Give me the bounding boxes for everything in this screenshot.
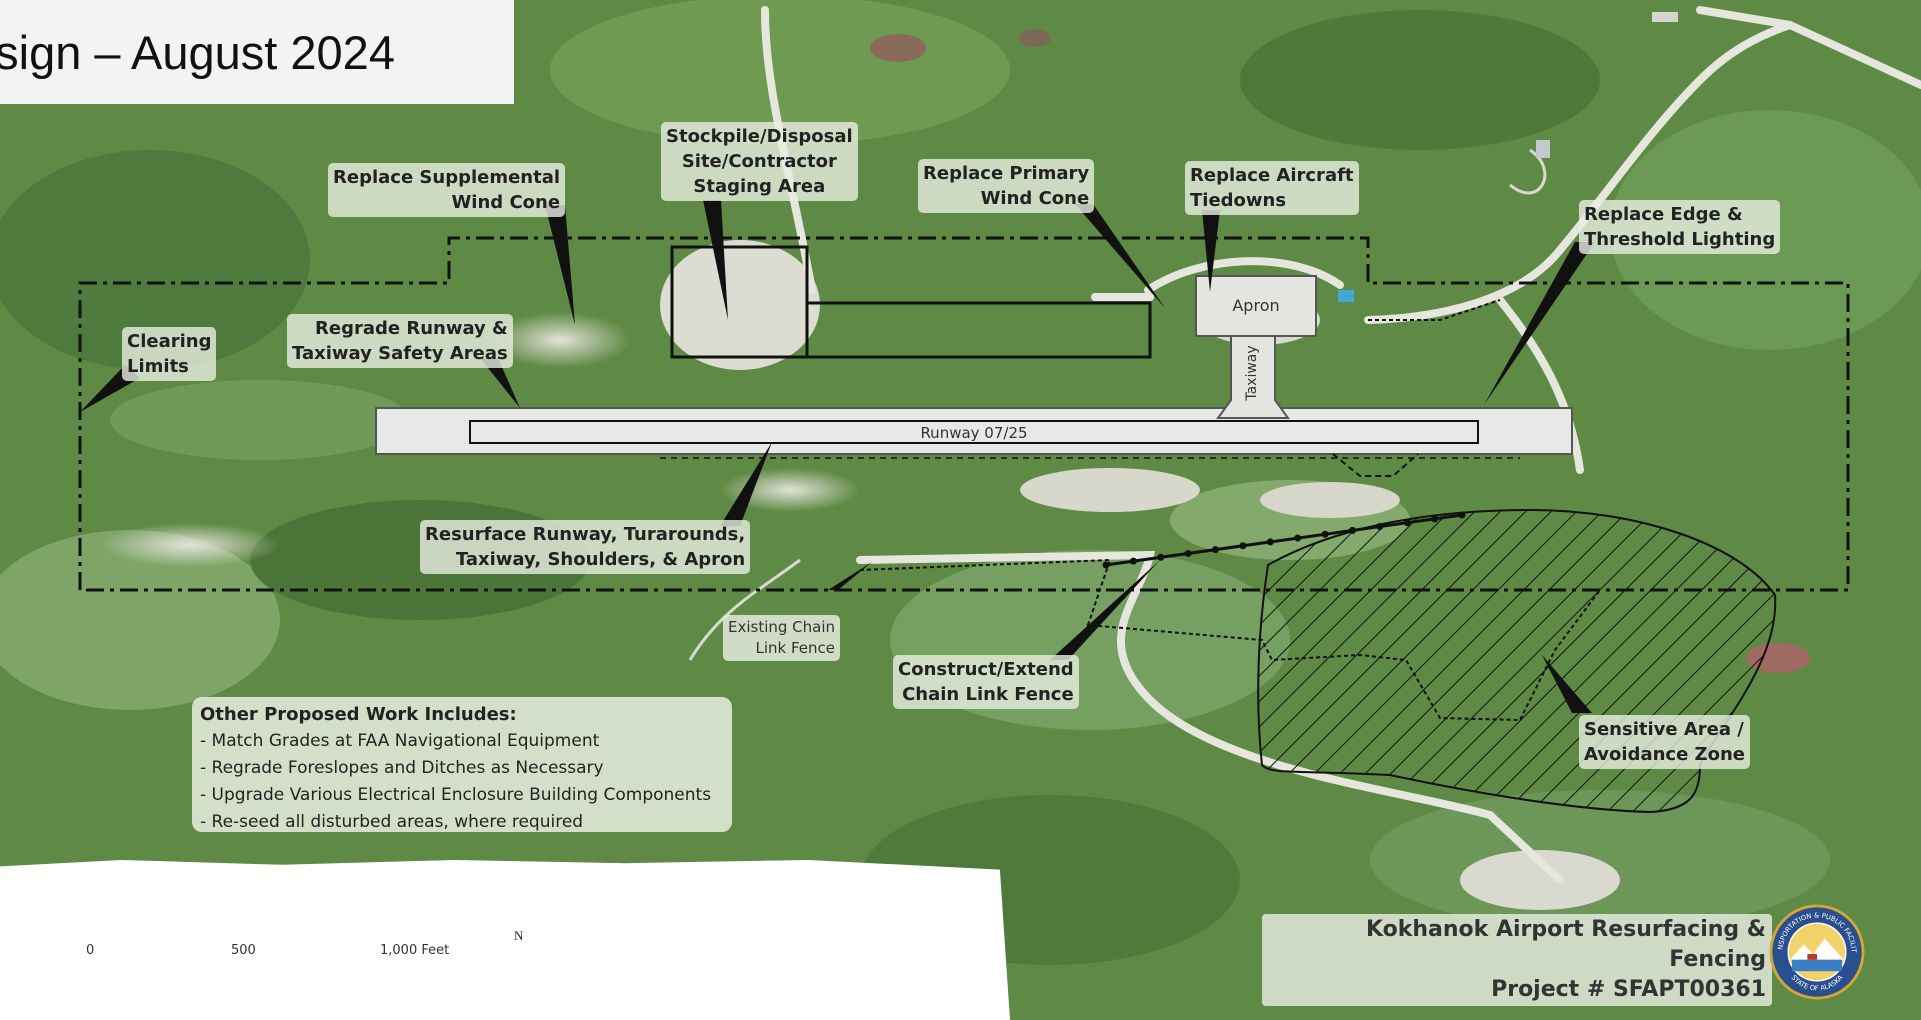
building-2 [1536,140,1550,158]
label-construct-extend-fence: Construct/Extend Chain Link Fence [893,655,1079,709]
label-line: Chain Link Fence [902,684,1074,705]
notes-item: - Upgrade Various Electrical Enclosure B… [200,785,712,805]
label-line: Replace Supplemental [333,167,561,188]
label-line: Wind Cone [980,188,1090,209]
label-pointers [80,200,1595,713]
label-line: Avoidance Zone [1584,744,1745,765]
label-replace-supplemental-wind-cone: Replace Supplemental Wind Cone [328,163,566,217]
label-line: Link Fence [755,639,836,657]
label-line: Clearing [127,331,212,352]
project-number: Project # SFAPT00361 [1491,977,1766,1002]
runway [375,407,1573,477]
fence-post-marker [1102,561,1110,569]
label-line: Replace Aircraft [1190,165,1354,186]
label-existing-chain-link-fence: Existing Chain Link Fence [723,615,841,661]
label-line: Existing Chain [728,618,836,636]
label-line: Site/Contractor [681,151,837,172]
fence-post-marker [1348,526,1356,534]
label-line: Regrade Runway & [315,318,508,339]
label-sensitive-area: Sensitive Area / Avoidance Zone [1579,715,1750,769]
label-replace-aircraft-tiedowns: Replace Aircraft Tiedowns [1185,161,1359,215]
label-line: Tiedowns [1190,190,1287,211]
notes-item: - Re-seed all disturbed areas, where req… [200,812,584,832]
fence-post-marker [1157,553,1165,561]
label-stockpile-staging-area: Stockpile/Disposal Site/Contractor Stagi… [661,122,858,201]
notes-item: - Match Grades at FAA Navigational Equip… [200,731,600,751]
label-replace-primary-wind-cone: Replace Primary Wind Cone [918,159,1095,213]
label-line: Taxiway, Shoulders, & Apron [455,549,746,570]
label-line: Replace Edge & [1584,204,1743,225]
project-title-block: Kokhanok Airport Resurfacing & Fencing P… [1262,914,1772,1006]
label-line: Replace Primary [923,163,1090,184]
fence-post-marker [1129,557,1137,565]
label-line: Wind Cone [451,192,561,213]
north-label: N [514,928,524,943]
label-line: Resurface Runway, Turarounds, [425,524,746,545]
label-line: Threshold Lighting [1584,229,1776,250]
title-box: esign – August 2024 [0,0,514,104]
fence-post-marker [1184,549,1192,557]
fence-post-marker [1321,530,1329,538]
building-3 [1652,12,1678,22]
fence-post-marker [1376,523,1384,531]
label-replace-edge-threshold-lighting: Replace Edge & Threshold Lighting [1579,200,1781,254]
label-line: Construct/Extend [898,659,1074,680]
label-clearing-limits: Clearing Limits [122,327,217,381]
state-seal-logo: TRANSPORTATION & PUBLIC FACILITIES STATE… [1769,904,1865,1000]
cleared-areas [100,240,1620,910]
fence-post-marker [1403,519,1411,527]
apron-label: Apron [1232,296,1280,315]
building [1338,290,1354,302]
label-regrade-safety-areas: Regrade Runway & Taxiway Safety Areas [287,314,513,368]
fence-post-marker [1458,511,1466,519]
taxiway-label: Taxiway [1244,345,1260,401]
label-line: Stockpile/Disposal [666,126,853,147]
fence-post-marker [1239,542,1247,550]
blank-paper-area [0,860,1010,1020]
label-line: Limits [127,356,189,377]
fence-post-marker [1431,515,1439,523]
scale-tick-500: 500 [231,943,256,958]
scale-tick-1000: 1,000 Feet [380,943,450,958]
project-name: Kokhanok Airport Resurfacing & Fencing [1365,917,1766,972]
runway-label: Runway 07/25 [920,424,1028,442]
label-line: Sensitive Area / [1584,719,1744,740]
clearing-limits-line [78,236,1850,592]
apron-taxiway [1195,275,1317,419]
label-line: Staging Area [693,176,826,197]
notes-title: Other Proposed Work Includes: [200,704,517,725]
fence-post-marker [1294,534,1302,542]
staging-area-extension [807,301,1152,359]
page-title: esign – August 2024 [0,25,395,79]
fence-post-marker [1212,546,1220,554]
label-resurface-runway: Resurface Runway, Turarounds, Taxiway, S… [420,520,751,574]
scale-tick-0: 0 [86,943,95,958]
notes-item: - Regrade Foreslopes and Ditches as Nece… [200,758,604,778]
label-line: Taxiway Safety Areas [292,343,508,364]
other-work-notes: Other Proposed Work Includes: - Match Gr… [192,697,732,832]
fence-post-marker [1266,538,1274,546]
